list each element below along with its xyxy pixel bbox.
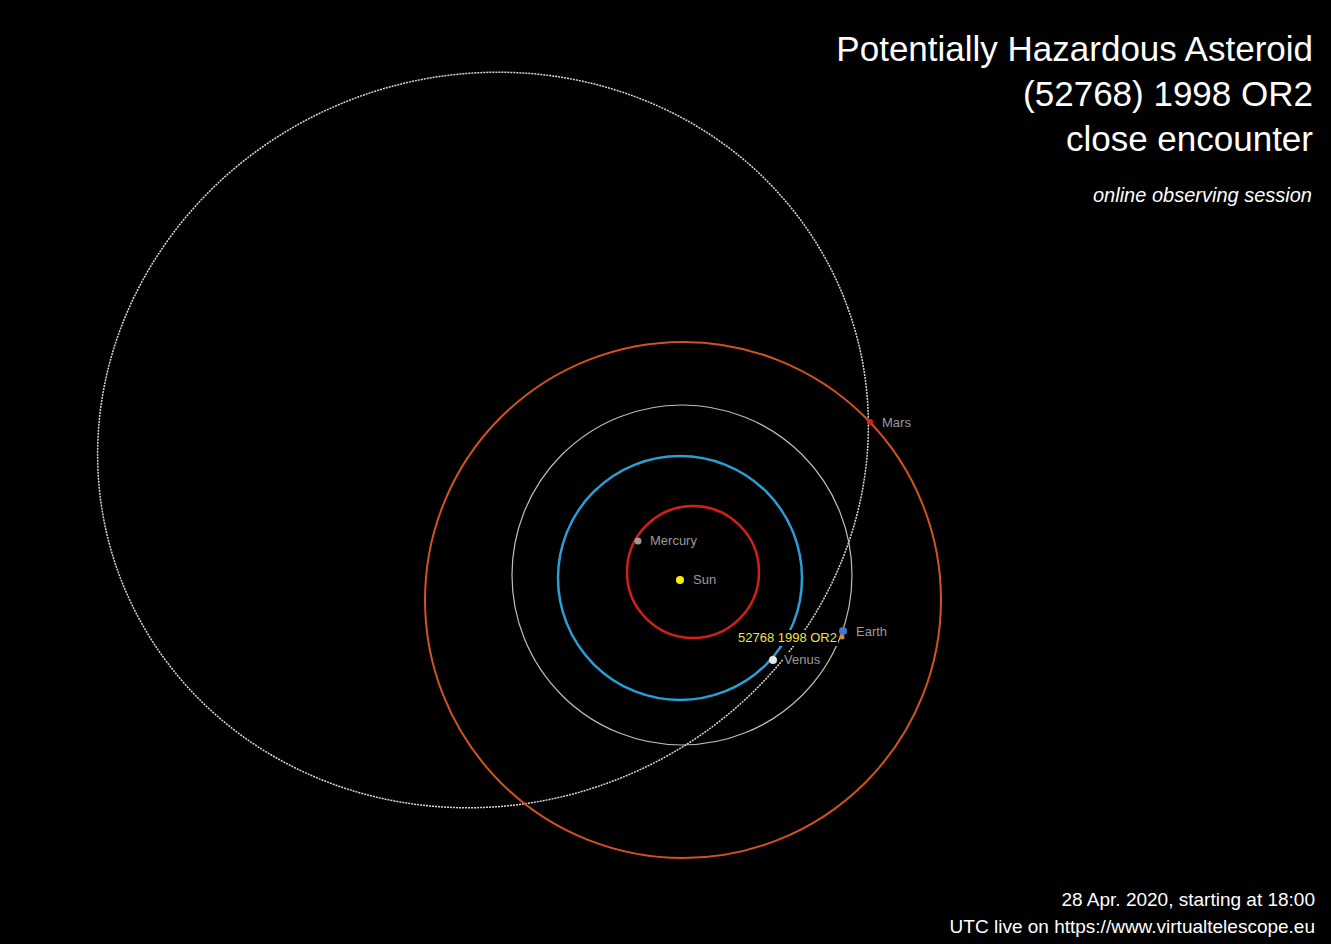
planet-label: Venus [783,652,821,668]
subtitle: online observing session [1092,183,1313,207]
asteroid-dot [840,635,845,640]
venus-dot [769,656,777,664]
asteroid-orbit [0,0,972,916]
sun-dot [676,576,684,584]
planet-label: Mercury [649,533,698,549]
mars-dot [867,419,873,425]
planet-label: Sun [692,572,717,588]
mercury-dot [635,538,642,545]
planet-label: Earth [855,624,888,640]
earth-orbit [512,405,852,745]
caption: 28 Apr. 2020, starting at 18:00UTC live … [950,886,1315,940]
earth-dot [839,627,847,635]
mercury-orbit [627,506,759,638]
title: Potentially Hazardous Asteroid(52768) 19… [836,26,1313,161]
mars-orbit [425,342,941,858]
asteroid-label: 52768 1998 OR2 [737,630,838,646]
planet-label: Mars [881,415,912,431]
venus-orbit [558,456,802,700]
